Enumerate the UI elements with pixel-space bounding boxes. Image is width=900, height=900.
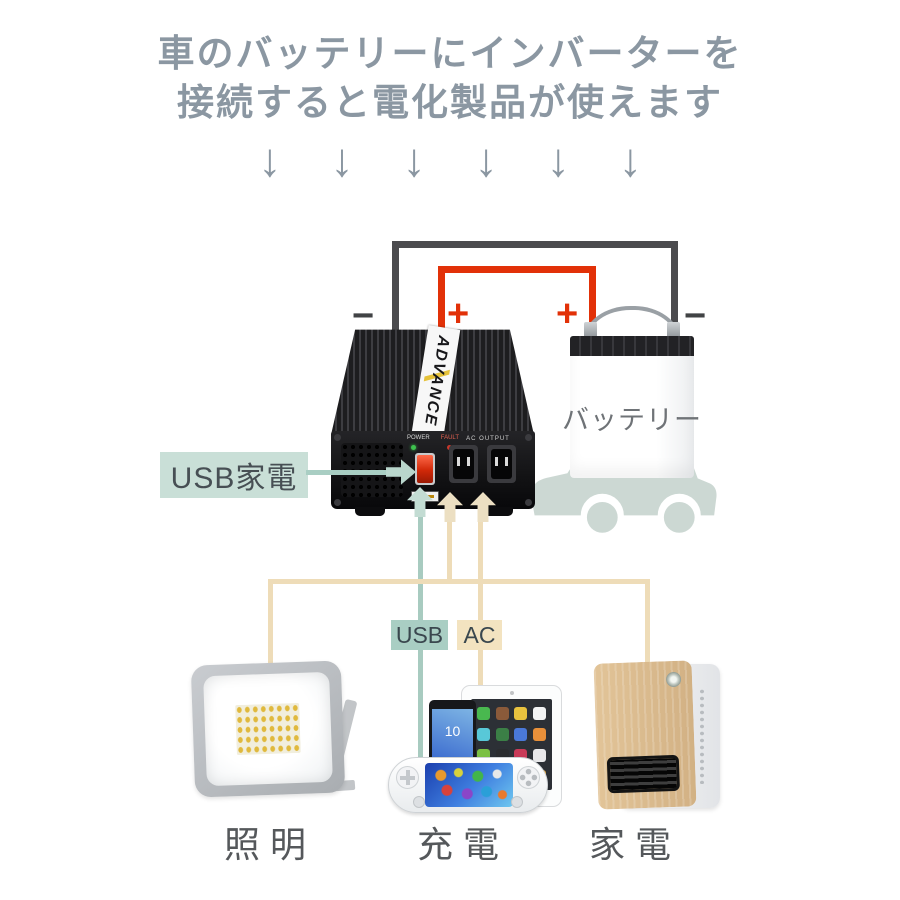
floodlight-frame [190,660,346,798]
ac-outlet-1-socket [453,449,474,479]
power-switch[interactable] [415,453,435,485]
usb-tag: USB [391,620,448,650]
page-title: 車のバッテリーにインバーターを 接続すると電化製品が使えます [0,30,900,128]
screw-icon [525,434,532,441]
dpad-icon [396,766,419,789]
smartphone-clock: 10 [444,723,461,739]
inverter-foot [483,507,513,516]
lighting-category-label: 照明 [223,824,316,865]
battery-negative-terminal [667,322,680,338]
analog-stick [511,796,523,808]
console-screen [425,763,513,807]
negative-cable [392,241,678,333]
down-arrow-icon: ↓ [330,133,354,186]
battery-positive-terminal [584,322,597,338]
usb-callout-connector [306,470,388,475]
screw-icon [334,434,341,441]
handheld-game-console [388,757,548,813]
heater-front-panel [593,660,697,810]
ceramic-heater [593,660,724,812]
ac-connection-line [478,520,483,690]
down-arrow-icon: ↓ [546,133,570,186]
inverter: ADVANCE POWER FAULT AC OUTPUT [325,323,540,518]
fault-led-label: FAULT [440,435,459,441]
heater-grille [606,754,680,794]
ac-output-label: AC OUTPUT [466,436,510,442]
minus-symbol-battery: − [684,295,707,337]
battery-top-cap [570,336,694,356]
power-led-label: POWER [407,435,430,441]
positive-cable [438,266,596,333]
ac-tag-label: AC [463,621,496,648]
plus-symbol-inverter: + [447,293,470,335]
title-line-1: 車のバッテリーにインバーターを [157,33,743,74]
down-arrow-icon: ↓ [474,133,498,186]
car-battery: バッテリー [562,298,701,483]
down-arrow-icon: ↓ [402,133,426,186]
analog-stick [413,796,425,808]
charging-category-label: 充電 [416,824,509,865]
appliance-category-label: 家電 [588,824,681,865]
screw-icon [525,499,532,506]
battery-handle [584,306,680,340]
usb-tag-label: USB [395,621,444,648]
screw-icon [334,499,341,506]
ac-distribution-line [268,579,650,584]
ac-tag: AC [457,620,502,650]
title-line-2: 接続すると電化製品が使えます [177,81,723,123]
ac-line-to-floodlight [268,579,273,675]
power-led [411,445,416,450]
floodlight-led-array [235,702,301,756]
led-labels: POWER FAULT [407,435,459,441]
usb-appliance-callout: USB家電 [160,452,308,498]
floodlight-face [203,671,333,787]
ac-line-to-heater [645,579,650,669]
action-buttons-icon [517,766,540,789]
ac-outlet-1[interactable] [449,445,478,483]
heater-sensor-icon [665,671,682,688]
down-arrow-icon: ↓ [258,133,282,186]
heater-side-vents [698,688,706,784]
led-floodlight [190,660,358,805]
tablet-camera-icon [509,691,514,695]
battery-body: バッテリー [562,356,701,478]
ac-outlet-2[interactable] [487,445,516,483]
power-switch-rocker[interactable] [417,455,433,483]
inverter-foot [355,507,385,516]
down-arrow-icon: ↓ [618,133,642,186]
minus-symbol-inverter: − [352,295,375,337]
ac-connection-line [447,520,452,584]
ac-outlet-2-socket [491,449,512,479]
plus-symbol-battery: + [556,293,579,335]
usb-appliance-label: USB家電 [170,462,298,495]
down-arrow-row: ↓ ↓ ↓ ↓ ↓ ↓ [258,132,642,187]
battery-label: バッテリー [562,404,702,435]
